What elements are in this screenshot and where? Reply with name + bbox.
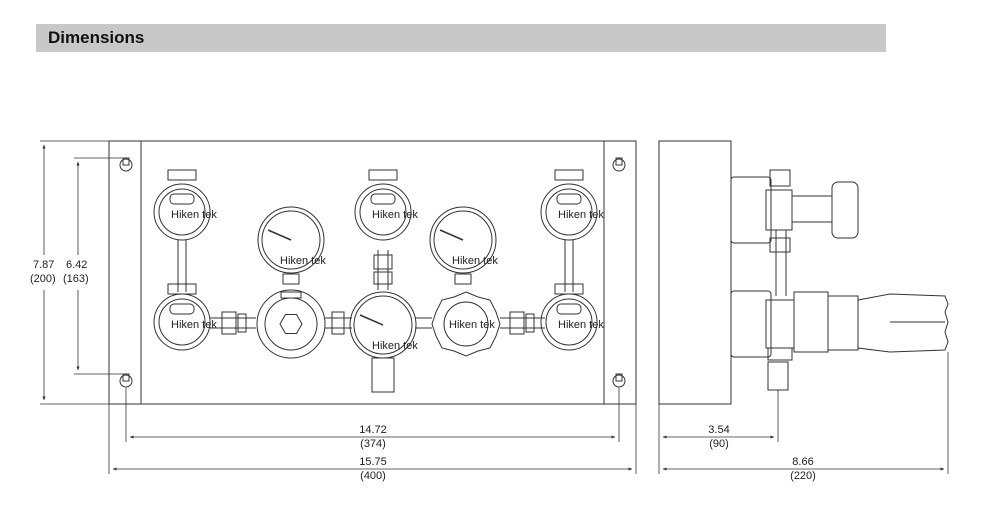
- side-panel: [658, 140, 732, 405]
- mount-height-in: 6.42: [66, 259, 87, 271]
- mount-width-in: 14.72: [359, 424, 387, 436]
- overall-width-in: 15.75: [359, 456, 387, 468]
- gauge-brand-label: Hiken tek: [449, 319, 495, 331]
- keyhole-top-right: [612, 157, 626, 172]
- pressure-gauge-left: Hiken tek: [257, 206, 326, 285]
- gauge-top-center: Hiken tek: [354, 169, 418, 241]
- gauge-bottom-left: Hiken tek: [153, 283, 217, 351]
- keyhole-top-left: [119, 157, 133, 172]
- gauge-bottom-right: Hiken tek: [540, 283, 604, 351]
- panel-inner: [140, 140, 605, 405]
- gauge-top-left: Hiken tek: [153, 169, 217, 241]
- side-view: [658, 140, 949, 405]
- front-view: Hiken tek Hiken tek Hiken tek Hiken tek: [108, 140, 637, 405]
- gauge-brand-label: Hiken tek: [558, 319, 604, 331]
- gauge-brand-label: Hiken tek: [558, 209, 604, 221]
- keyhole-bottom-left: [119, 373, 133, 388]
- overall-height-mm: (200): [30, 273, 56, 285]
- gauge-brand-label: Hiken tek: [171, 209, 217, 221]
- regulator-right: Hiken tek: [431, 291, 501, 357]
- gauge-brand-label: Hiken tek: [452, 255, 498, 267]
- gauge-top-right: Hiken tek: [540, 169, 604, 241]
- gauge-brand-label: Hiken tek: [372, 209, 418, 221]
- pressure-gauge-center: Hiken tek: [349, 291, 418, 393]
- overall-depth-in: 8.66: [792, 456, 813, 468]
- overall-depth-mm: (220): [790, 470, 816, 482]
- overall-height-in: 7.87: [33, 259, 54, 271]
- side-offset-in: 3.54: [708, 424, 729, 436]
- pressure-gauge-right: Hiken tek: [429, 206, 498, 285]
- mount-width-mm: (374): [360, 438, 386, 450]
- section-header: Dimensions: [36, 24, 886, 52]
- regulator-left: [256, 289, 326, 359]
- keyhole-bottom-right: [612, 373, 626, 388]
- side-offset-mm: (90): [709, 438, 729, 450]
- section-title: Dimensions: [48, 28, 145, 47]
- gauge-brand-label: Hiken tek: [280, 255, 326, 267]
- gauge-brand-label: Hiken tek: [372, 340, 418, 352]
- overall-width-mm: (400): [360, 470, 386, 482]
- mount-height-mm: (163): [63, 273, 89, 285]
- gauge-brand-label: Hiken tek: [171, 319, 217, 331]
